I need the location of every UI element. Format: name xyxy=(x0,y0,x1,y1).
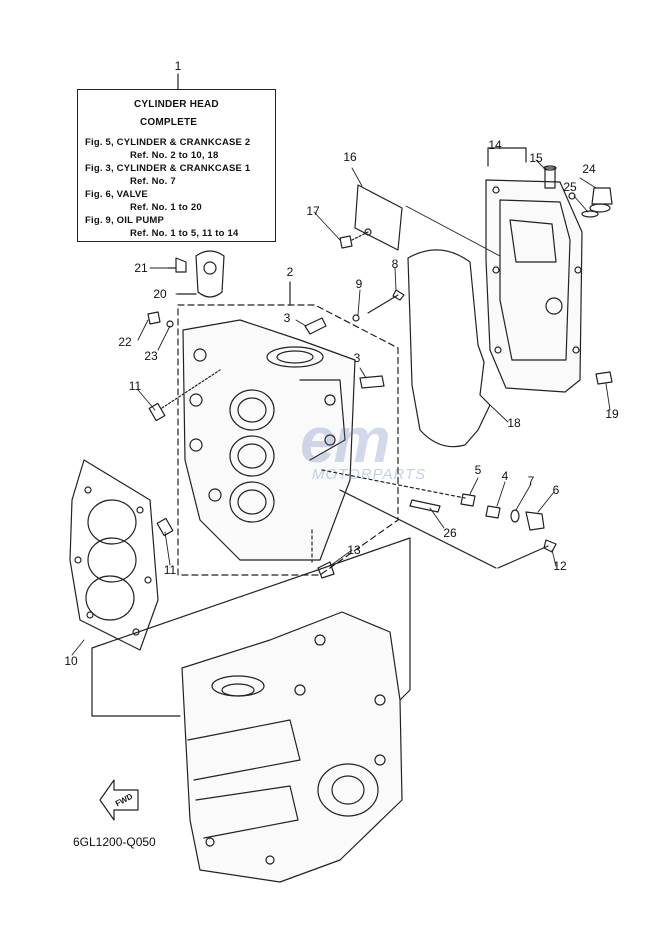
bolt-22-23 xyxy=(147,311,174,328)
callout-21: 21 xyxy=(134,261,148,275)
callout-18: 18 xyxy=(507,416,521,430)
cylinder-head xyxy=(182,319,356,561)
leader-14 xyxy=(487,147,527,167)
callout-12: 12 xyxy=(553,559,567,573)
callout-leaders xyxy=(71,159,611,656)
pin-9 xyxy=(352,314,360,322)
reference-note-box: CYLINDER HEAD COMPLETE Fig. 5, CYLINDER … xyxy=(77,89,276,242)
note-line: Ref. No. 1 to 20 xyxy=(130,202,202,213)
watermark-logo: em xyxy=(300,404,390,476)
callout-13: 13 xyxy=(347,543,361,557)
cylinder-head-cover xyxy=(485,179,583,393)
head-gasket xyxy=(69,459,159,651)
callout-15: 15 xyxy=(529,151,543,165)
plate-hole xyxy=(364,228,372,236)
thermostat-parts xyxy=(321,469,545,531)
note-subtitle: COMPLETE xyxy=(140,117,198,128)
note-line: Fig. 3, CYLINDER & CRANKCASE 1 xyxy=(85,163,251,174)
callout-20: 20 xyxy=(153,287,167,301)
callout-5: 5 xyxy=(474,463,482,477)
anode-cover xyxy=(167,250,225,298)
note-line: Ref. No. 1 to 5, 11 to 14 xyxy=(130,228,239,239)
callout-22: 22 xyxy=(118,335,132,349)
callout-26: 26 xyxy=(443,526,457,540)
oil-filler-cap xyxy=(581,187,613,218)
crankcase-reference-box xyxy=(91,537,411,717)
diagram-code: 6GL1200-Q050 xyxy=(73,835,156,849)
callout-4: 4 xyxy=(501,469,509,483)
callout-8: 8 xyxy=(391,257,399,271)
fwd-arrow-icon xyxy=(99,779,139,821)
callout-9: 9 xyxy=(355,277,363,291)
bolt-13 xyxy=(317,561,335,579)
note-line: Ref. No. 7 xyxy=(130,176,176,187)
watermark-text: MOTORPARTS xyxy=(312,466,427,483)
callout-23: 23 xyxy=(144,349,158,363)
cover-gasket xyxy=(407,249,491,448)
callout-11: 11 xyxy=(163,563,177,577)
callout-17: 17 xyxy=(306,204,320,218)
callout-3: 3 xyxy=(353,351,361,365)
callout-16: 16 xyxy=(343,150,357,164)
note-line: Fig. 6, VALVE xyxy=(85,189,148,200)
callout-24: 24 xyxy=(582,162,596,176)
callout-1: 1 xyxy=(174,59,182,73)
note-title: CYLINDER HEAD xyxy=(134,99,219,110)
callout-19: 19 xyxy=(605,407,619,421)
callout-14: 14 xyxy=(488,138,502,152)
leader-17 xyxy=(351,231,369,241)
pins-3 xyxy=(304,317,385,389)
callout-2: 2 xyxy=(286,265,294,279)
assembly-dashed-boundary xyxy=(177,304,399,576)
bolt-12 xyxy=(339,489,557,569)
callout-11: 11 xyxy=(128,379,142,393)
bolt-8 xyxy=(367,289,405,314)
screw-17 xyxy=(339,235,353,249)
note-line: Fig. 5, CYLINDER & CRANKCASE 2 xyxy=(85,137,251,148)
callout-6: 6 xyxy=(552,483,560,497)
note-line: Ref. No. 2 to 10, 18 xyxy=(130,150,219,161)
note-line: Fig. 9, OIL PUMP xyxy=(85,215,165,226)
callout-10: 10 xyxy=(64,654,78,668)
dowel-pins xyxy=(148,369,221,537)
crankcase xyxy=(181,611,403,883)
callout-25: 25 xyxy=(563,180,577,194)
bolt-19 xyxy=(595,371,613,385)
plate-16 xyxy=(354,184,403,251)
callout-7: 7 xyxy=(527,474,535,488)
callout-3: 3 xyxy=(283,311,291,325)
